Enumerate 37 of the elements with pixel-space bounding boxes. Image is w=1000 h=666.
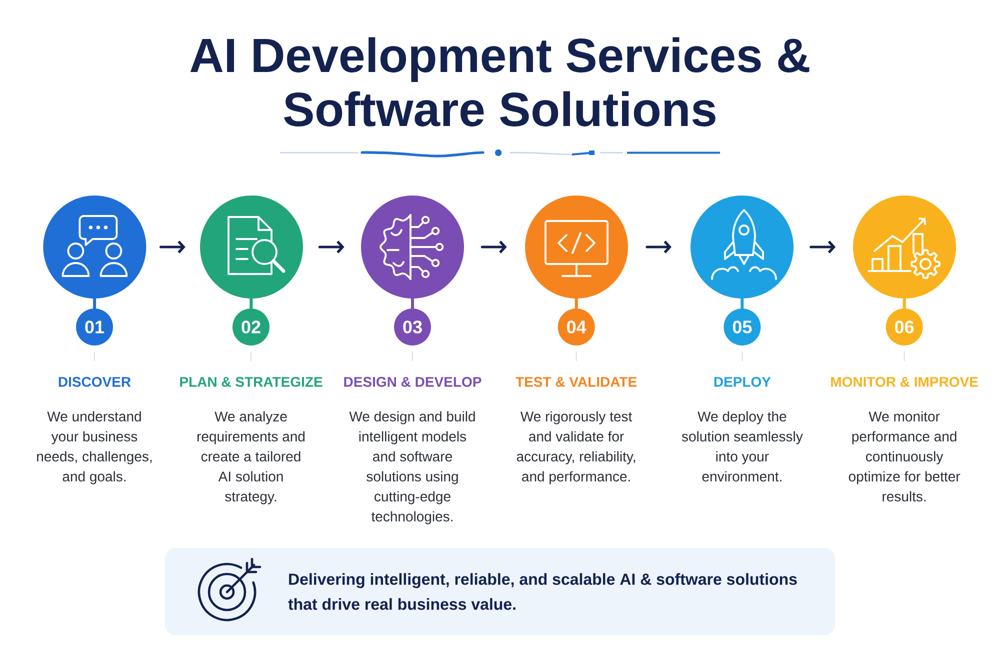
step-description: We understand your business needs, challenges, and goals. [37,411,152,484]
number-badge: 06 [886,308,923,346]
connector-line [411,297,414,310]
arrow [480,240,507,254]
arrow [160,240,186,254]
arrow [646,240,672,254]
step-title: PLAN & STRATEGIZE [180,376,322,387]
step-circle [853,196,956,298]
step-circle [200,196,303,298]
number-badge: 04 [558,308,595,346]
step-description: We deploy the solution seamlessly into your environment. [682,411,803,482]
connector-line [574,297,578,310]
step-description: We design and build intelligent models and software solutions using cutting-edge technologies. [349,411,475,524]
number-badge: 03 [394,308,431,346]
step-title: DISCOVER [58,376,131,387]
step-description: We analyze requirements and create a tailored AI solution strategy. [197,411,305,504]
step-circle [43,196,146,298]
arrow [318,240,344,254]
step-title: DEPLOY [714,376,771,387]
connector-line [93,297,96,310]
step-circle [690,196,794,298]
arrow [810,240,836,254]
step-description: We rigorously test and validate for accuracy, reliability, and performance. [516,411,636,484]
step-title: TEST & VALIDATE [516,376,637,387]
connector-line [740,297,744,310]
step-title: DESIGN & DEVELOP [344,376,482,387]
number-badge: 05 [724,308,761,346]
connector-line [902,297,906,310]
connector-line [250,297,253,310]
step-description: We monitor performance and continuously optimize for better results. [848,411,960,502]
number-badge: 02 [232,308,270,346]
step-circle [361,196,464,298]
step-title: MONITOR & IMPROVE [831,376,978,387]
title: AI Development Services & Software Solutions [190,37,810,126]
number-badge: 01 [76,308,113,346]
step-circle [525,196,628,298]
summary-banner: Delivering intelligent, reliable, and scalable AI & software solutions that drive real business value. [165,548,836,635]
